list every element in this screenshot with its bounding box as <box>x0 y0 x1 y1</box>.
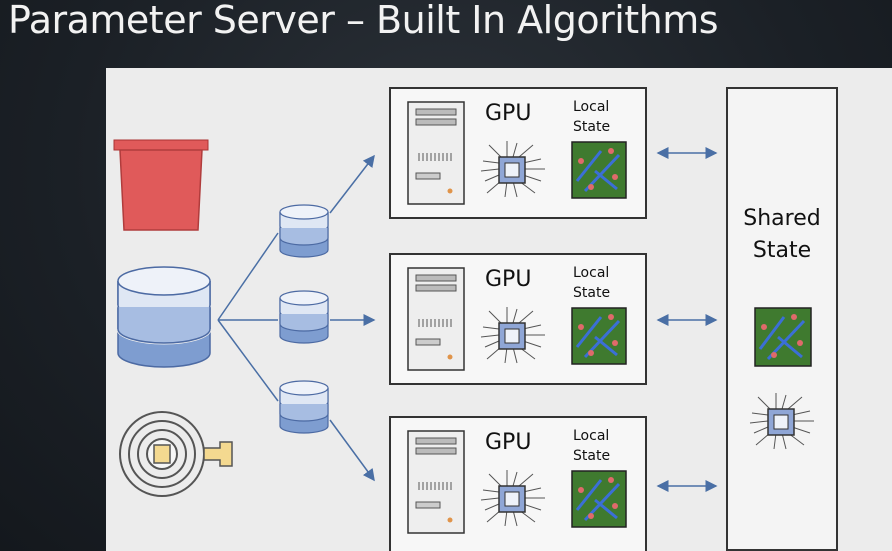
server-box-3: GPU Local State <box>389 416 647 551</box>
diagram-panel: GPU Local State GPU Local State <box>106 68 892 551</box>
fan-lines <box>217 232 279 402</box>
database-icon-small-2 <box>279 290 329 344</box>
gpu-chip-icon <box>480 470 545 527</box>
state-map-icon <box>754 307 812 367</box>
gpu-label: GPU <box>485 430 532 455</box>
state-map-icon <box>571 307 627 365</box>
state-map-icon <box>571 141 627 199</box>
sync-arrows <box>656 147 718 492</box>
feed-lines <box>329 154 376 482</box>
gpu-chip-icon <box>480 141 545 198</box>
server-box-1: GPU Local State <box>389 87 647 219</box>
gpu-label: GPU <box>485 101 532 126</box>
local-state-label: Local State <box>573 265 611 301</box>
server-box-2: GPU Local State <box>389 253 647 385</box>
shared-state-label: Shared State <box>743 206 821 263</box>
data-stream-icon <box>119 411 233 497</box>
gpu-chip-icon <box>749 393 814 450</box>
gpu-label: GPU <box>485 267 532 292</box>
database-icon-small-3 <box>279 380 329 434</box>
database-icon <box>116 266 212 368</box>
bucket-icon <box>113 139 209 231</box>
state-map-icon <box>571 470 627 528</box>
local-state-label: Local State <box>573 99 611 135</box>
slide-title: Parameter Server – Built In Algorithms <box>8 0 719 42</box>
server-tower-icon <box>407 267 465 371</box>
server-tower-icon <box>407 101 465 205</box>
local-state-label: Local State <box>573 428 611 464</box>
database-icon-small-1 <box>279 204 329 258</box>
shared-state-box: Shared State <box>726 87 838 551</box>
connections-layer <box>217 147 718 492</box>
gpu-chip-icon <box>480 307 545 364</box>
server-tower-icon <box>407 430 465 534</box>
